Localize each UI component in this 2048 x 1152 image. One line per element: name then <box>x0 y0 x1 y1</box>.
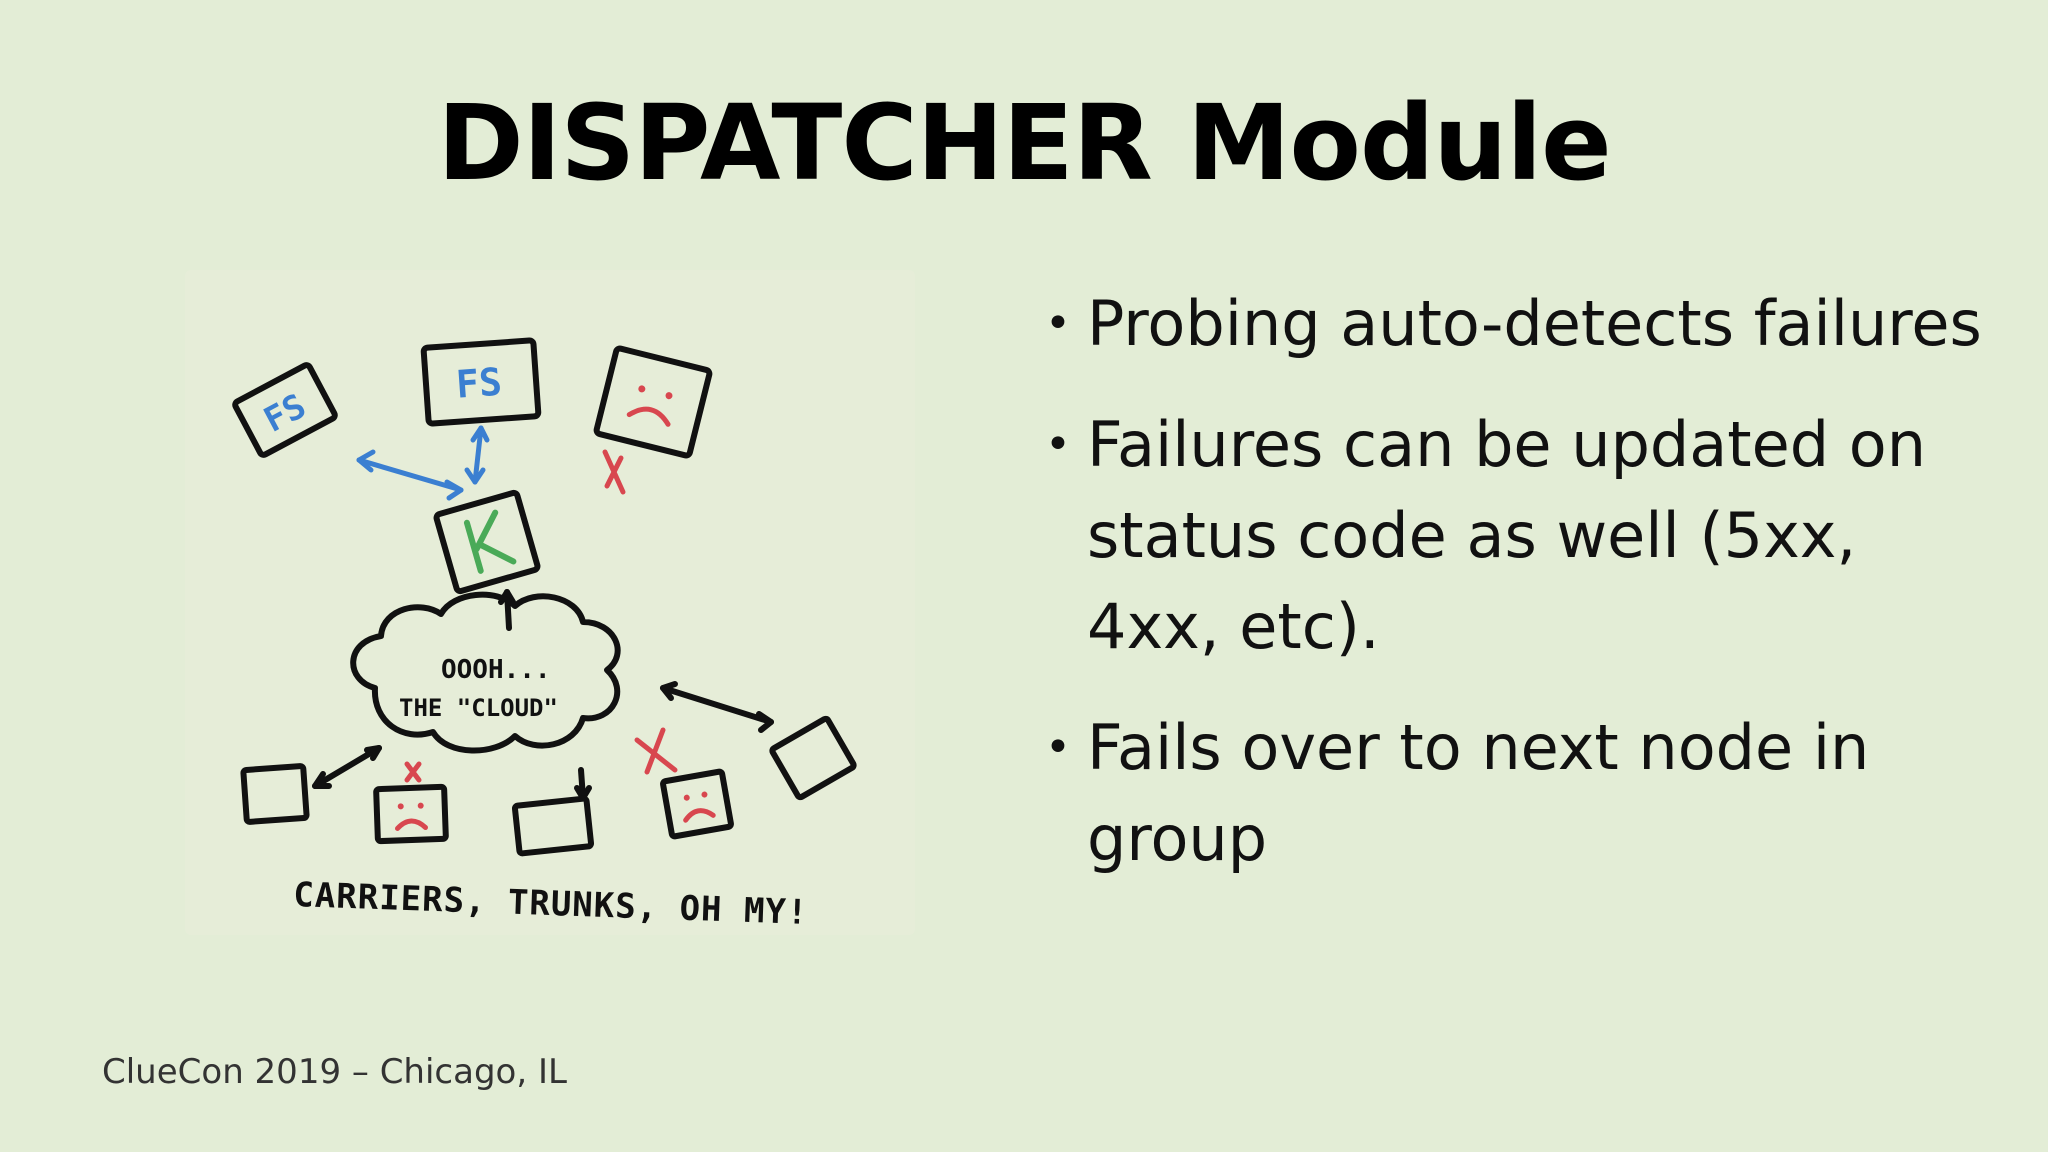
bullet-text: Failures can be updated on status code a… <box>1087 408 1927 663</box>
carrier-box-1 <box>240 763 310 825</box>
failed-server-box-top <box>593 345 713 459</box>
cloud-to-right-arrow <box>660 685 774 725</box>
bullet-text: Fails over to next node in group <box>1087 711 1870 875</box>
carrier-box-2 <box>511 795 595 857</box>
failure-x-mark-right <box>634 727 678 775</box>
bullet-dot-icon: • <box>1045 722 1071 773</box>
slide-footer: ClueCon 2019 – Chicago, IL <box>102 1052 567 1092</box>
failure-x-mark-top <box>602 449 626 495</box>
bullet-dot-icon: • <box>1045 419 1071 470</box>
cloud-sketch-illustration: FS FS K OOOH. <box>185 270 915 935</box>
slide-title: DISPATCHER Module <box>437 82 1611 204</box>
cloud-shape <box>350 591 621 754</box>
cloud-text-line-2: THE "CLOUD" <box>399 694 558 722</box>
failure-x-mark-left <box>404 761 422 783</box>
bullet-item: • Probing auto-detects failures <box>1045 278 2005 369</box>
kamailio-box <box>433 489 541 595</box>
bullet-list: • Probing auto-detects failures • Failur… <box>1045 278 2005 914</box>
fs-server-box-left: FS <box>232 362 338 458</box>
cloud-text-line-1: OOOH... <box>441 655 551 685</box>
carrier-box-failed-1 <box>373 783 449 845</box>
fs-link-arrow-left <box>356 457 464 493</box>
bullet-text: Probing auto-detects failures <box>1087 287 1982 360</box>
bullet-dot-icon: • <box>1045 298 1071 349</box>
bullet-item: • Failures can be updated on status code… <box>1045 399 2005 672</box>
carrier-box-3 <box>769 715 857 801</box>
fs-label-top: FS <box>455 360 504 407</box>
bullet-item: • Fails over to next node in group <box>1045 702 2005 884</box>
fs-server-box-top: FS <box>420 337 542 427</box>
cloud-to-left-arrow <box>312 745 382 789</box>
kamailio-label: K <box>185 270 186 271</box>
fs-link-arrow-top <box>472 425 484 485</box>
sketch-caption: CARRIERS, TRUNKS, OH MY! <box>293 875 809 933</box>
carrier-box-failed-2 <box>660 768 734 840</box>
